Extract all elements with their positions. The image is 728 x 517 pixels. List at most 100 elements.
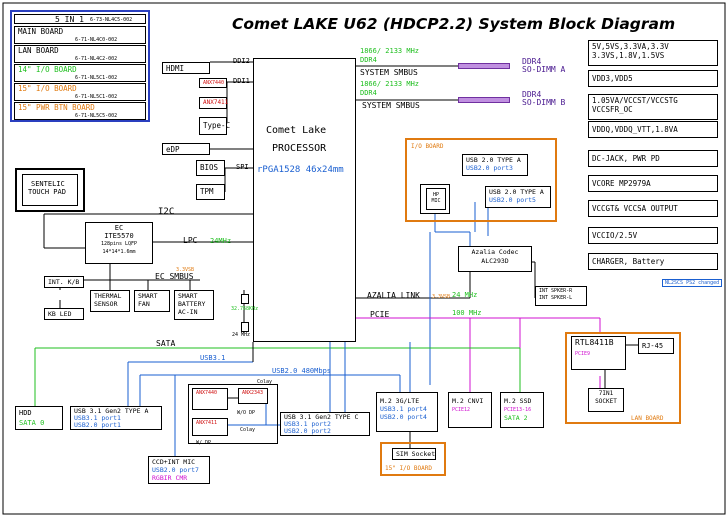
sim-socket: SIM Socket bbox=[392, 448, 436, 460]
board-list-title: 5 IN 1 bbox=[55, 15, 84, 24]
power-rail: VCCGT& VCCSA OUTPUT bbox=[588, 200, 718, 217]
dimm-b-type: DDR4 bbox=[522, 90, 542, 99]
i2c-label: I2C bbox=[158, 207, 175, 217]
ec-label: EC bbox=[114, 224, 124, 232]
board-list-item: 15" I/O BOARD 6-71-NL5C1-002 bbox=[14, 83, 146, 101]
azalia-link-speed: 24 MHz bbox=[452, 291, 478, 299]
smbus-a: SYSTEM SMBUS bbox=[360, 68, 418, 77]
spi-label: SPI bbox=[236, 163, 249, 171]
typec-display-port: Type-C bbox=[199, 117, 230, 135]
usb31-label: USB3.1 bbox=[200, 354, 226, 362]
anx7440-chip: ANX7440 bbox=[199, 78, 227, 88]
board-pn: 6-71-NL4C2-002 bbox=[75, 56, 118, 62]
ec-smbus-small: 3.3VSB bbox=[176, 267, 195, 273]
board-list-item: 15" PWR BTN BOARD 6-71-NL5C5-002 bbox=[14, 102, 146, 120]
board-list-item: MAIN BOARD 6-71-NL4C0-002 bbox=[14, 26, 146, 44]
board-label: 14" I/O BOARD bbox=[18, 65, 77, 74]
ec-part: ITE5570 bbox=[104, 232, 134, 240]
mux-note-mid: W/O DP bbox=[237, 410, 256, 416]
crystal-32k bbox=[241, 294, 249, 304]
ec-pins: 128pins LQFP bbox=[100, 241, 138, 247]
power-rail: VCCIO/2.5V bbox=[588, 227, 718, 244]
mem-speed-b: 1866/ 2133 MHz bbox=[360, 80, 420, 88]
ec-smbus-label: EC SMBUS bbox=[155, 272, 194, 281]
ddi1-label: DDI1 bbox=[233, 77, 250, 85]
anx7440-mux: ANX7440 bbox=[192, 388, 228, 410]
dimm-a-slot bbox=[458, 63, 510, 69]
mem-ddr-a: DDR4 bbox=[360, 56, 377, 64]
mux-group bbox=[188, 384, 278, 444]
crystal-24m bbox=[241, 322, 249, 332]
azalia-link-small: 3.3VSB bbox=[432, 294, 451, 300]
board-list-header: 5 IN 1 6-73-NL4C5-002 bbox=[14, 14, 146, 24]
kb-led: KB LED bbox=[44, 308, 84, 320]
mux-note-right: Colay bbox=[240, 427, 256, 433]
lan-board-label: LAN BOARD bbox=[631, 415, 664, 422]
keyboard: INT. K/B bbox=[44, 276, 84, 288]
board-label: LAN BOARD bbox=[18, 46, 59, 55]
touchpad-vendor: SENTELIC bbox=[31, 180, 65, 188]
ec-size: 14*14*1.6mm bbox=[102, 249, 136, 255]
bios-chip: BIOS bbox=[196, 160, 225, 176]
board-pn: 6-71-NL4C0-002 bbox=[75, 37, 118, 43]
board-pn: 6-71-NL5C1-002 bbox=[75, 75, 118, 81]
dimm-b-slot bbox=[458, 97, 510, 103]
touchpad: SENTELIC TOUCH PAD bbox=[15, 168, 85, 212]
anx2343-mux: ANX2343 bbox=[238, 388, 268, 404]
hp-mic-jack: HP MIC bbox=[420, 184, 450, 214]
edp-port: eDP bbox=[162, 143, 210, 155]
mux-note-bot: W/ DP bbox=[196, 440, 212, 446]
hdmi-port: HDMI bbox=[162, 62, 210, 74]
power-rail: VCORE MP2979A bbox=[588, 175, 718, 192]
hp-label: HP bbox=[432, 192, 440, 198]
touchpad-label: TOUCH PAD bbox=[28, 188, 66, 196]
board-label: 15" PWR BTN BOARD bbox=[18, 103, 95, 112]
ec-chip: EC ITE5570 128pins LQFP 14*14*1.6mm bbox=[85, 222, 153, 264]
board-pn: 6-71-NL5C5-002 bbox=[75, 113, 118, 119]
lpc-speed: 24MHz bbox=[210, 237, 232, 245]
power-note: NL2SCS PS2 changed bbox=[662, 279, 723, 287]
lpc-label: LPC bbox=[183, 236, 198, 245]
dimm-a-label: SO-DIMM A bbox=[522, 65, 566, 74]
board-list-pn: 6-73-NL4C5-002 bbox=[90, 17, 133, 23]
sim-board-label: 15" I/O BOARD bbox=[385, 465, 432, 472]
io-board: I/O BOARD bbox=[405, 138, 557, 222]
power-rail: CHARGER, Battery bbox=[588, 253, 718, 270]
usb2-speed-label: USB2.0 480Mbps bbox=[272, 367, 332, 375]
lan-board: LAN BOARD bbox=[565, 332, 681, 424]
sim-board: SIM Socket 15" I/O BOARD bbox=[380, 442, 446, 476]
board-label: MAIN BOARD bbox=[18, 27, 64, 36]
smbus-b: SYSTEM SMBUS bbox=[362, 101, 420, 110]
pcie-label: PCIE bbox=[370, 310, 390, 319]
pcie-speed: 100 MHz bbox=[452, 309, 482, 317]
mem-ddr-b: DDR4 bbox=[360, 89, 377, 97]
power-rail: VDD3,VDD5 bbox=[588, 70, 718, 87]
anx7411-chip: ANX7411 bbox=[199, 97, 228, 109]
board-list-item: 14" I/O BOARD 6-71-NL5C1-002 bbox=[14, 64, 146, 82]
cpu-block: Comet Lake PROCESSOR rPGA1528 46x24mm bbox=[253, 58, 356, 342]
cpu-package: rPGA1528 46x24mm bbox=[257, 165, 344, 175]
mic-label: MIC bbox=[431, 198, 441, 204]
xtal-24m-label: 24 MHz bbox=[232, 332, 251, 338]
cpu-name: Comet Lake bbox=[266, 125, 327, 136]
tpm-chip: TPM bbox=[196, 184, 225, 200]
board-pn: 6-71-NL5C1-002 bbox=[75, 94, 118, 100]
